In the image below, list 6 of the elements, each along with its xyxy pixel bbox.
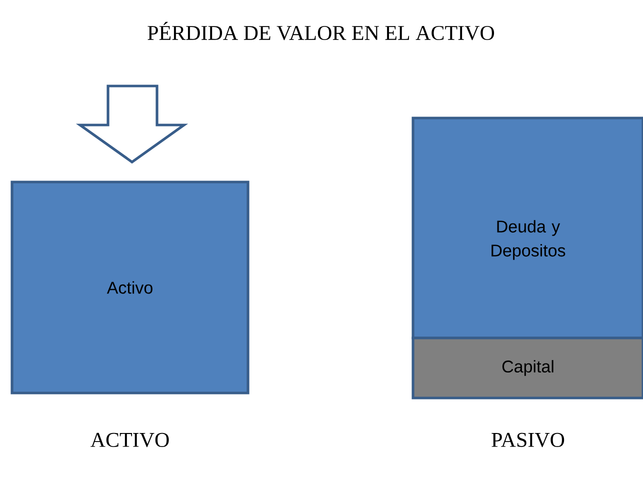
- column-label: PASIVO: [492, 432, 564, 448]
- title: PÉRDIDA DE VALOR EN EL ACTIVO: [148, 22, 494, 40]
- column-label: ACTIVO: [90, 432, 169, 448]
- box-label: Deuda y Depositos: [492, 220, 566, 260]
- box-label: Capital: [502, 360, 554, 376]
- box-label: Activo: [106, 281, 152, 294]
